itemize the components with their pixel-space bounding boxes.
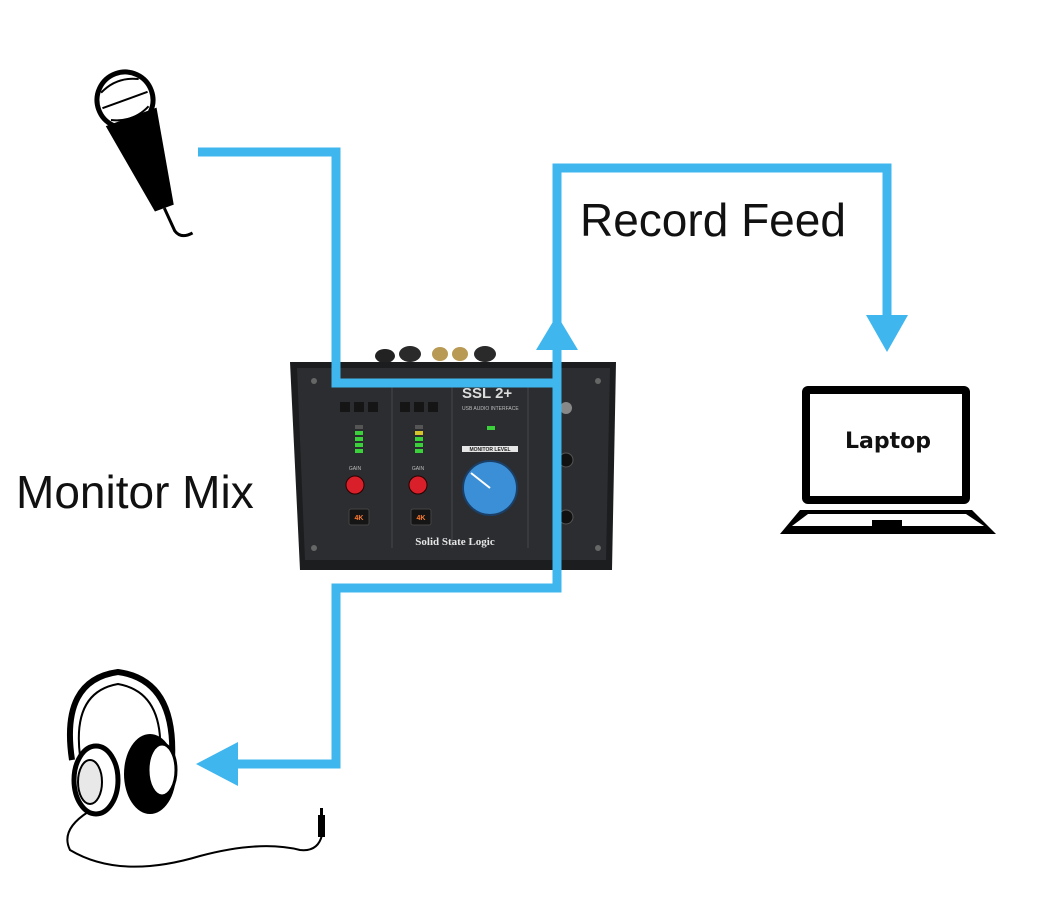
4k-button-1-label: 4K: [355, 515, 364, 522]
headphones-icon: [66, 668, 325, 868]
gain-knob-2: [408, 475, 428, 495]
gain-knob-1: [345, 475, 365, 495]
monitor-mix-label: Monitor Mix: [16, 466, 254, 518]
device-brand: Solid State Logic: [415, 536, 495, 548]
record-feed-path: [536, 163, 908, 590]
record-feed-label: Record Feed: [580, 194, 846, 246]
laptop-label: Laptop: [845, 429, 931, 454]
level-meter-2: [415, 425, 423, 453]
audio-interface-icon: GAIN GAIN 4K 4K SSL 2+ USB AUDIO INTERFA…: [290, 346, 616, 570]
device-model: SSL 2+: [462, 385, 512, 402]
gain-label-2: GAIN: [412, 466, 425, 472]
laptop-icon: Laptop: [780, 386, 996, 534]
microphone-icon: [94, 69, 194, 238]
gain-label-1: GAIN: [349, 466, 362, 472]
device-subtitle: USB AUDIO INTERFACE: [462, 406, 519, 412]
level-meter-1: [355, 425, 363, 453]
4k-button-2-label: 4K: [417, 515, 426, 522]
monitor-level-label: MONITOR LEVEL: [469, 447, 510, 453]
